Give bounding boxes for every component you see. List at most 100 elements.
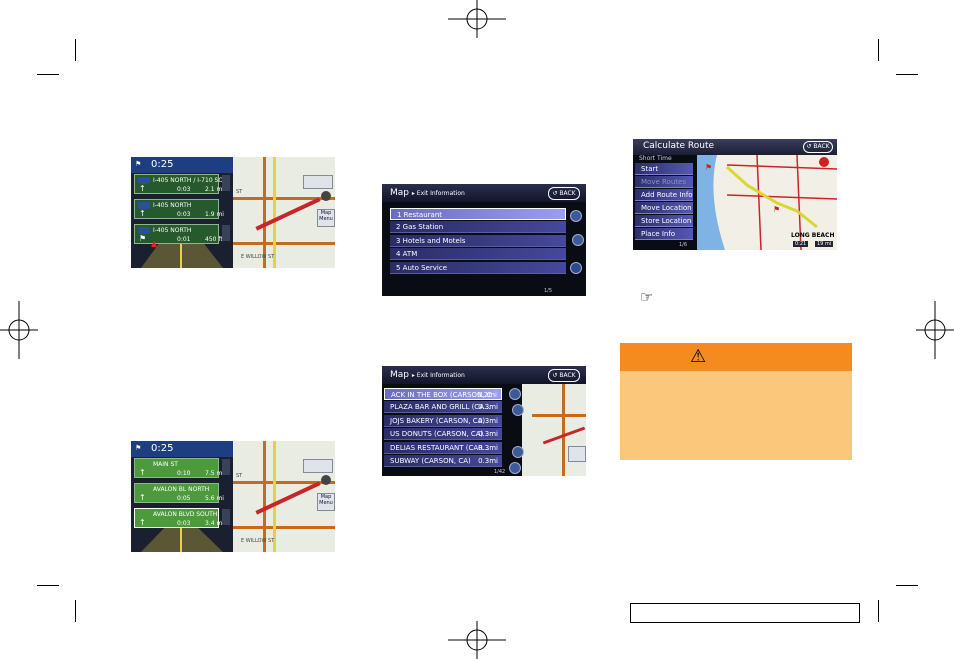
header-subtitle: ▸ Exit Information — [411, 372, 465, 379]
route-distance: 19 mi — [815, 241, 834, 247]
screen-header: Map ▸ Exit Information — [382, 184, 586, 202]
warning-box: ⚠ — [620, 343, 852, 460]
start-flag-icon: ⚑ — [705, 163, 713, 172]
remaining-time: 0:25 — [151, 159, 174, 170]
guidance-panel: 0:25 ⚑ ↑ I-405 NORTH / I-710 SO... 0:03 … — [131, 157, 233, 268]
guidance-sign[interactable]: ⚑ I-405 NORTH 0:01 450 ft — [134, 224, 223, 244]
screen-header: Calculate Route ↺ BACK — [633, 139, 837, 155]
interstate-shield-icon — [138, 202, 150, 209]
back-button[interactable]: ↺ BACK — [803, 141, 833, 153]
time-bar: 0:25 — [131, 441, 233, 457]
map-menu-button[interactable] — [568, 446, 586, 462]
guidance-sign[interactable]: ↑ AVALON BL NORTH 0:05 5.6 mi — [134, 483, 224, 503]
menu-item-store-location[interactable]: Store Location — [635, 215, 693, 227]
scroll-down-button[interactable] — [570, 262, 582, 274]
warning-header: ⚠ — [620, 343, 852, 371]
scroll-down-button[interactable] — [512, 446, 524, 458]
guidance-sign[interactable]: ↑ I-405 NORTH 0:03 1.9 mi — [134, 199, 224, 219]
guidance-sign[interactable]: ↑ MAIN ST 0:10 7.5 mi — [134, 458, 224, 478]
map-menu-button[interactable]: Map Menu — [317, 209, 335, 227]
guidance-panel: 0:25 ⚑ ↑ MAIN ST 0:10 7.5 mi ↑ AVALON BL… — [131, 441, 233, 552]
compass-icon[interactable] — [321, 475, 331, 485]
waypoint-flag-icon: ⚑ — [773, 205, 781, 214]
scroll-down-button[interactable] — [222, 225, 230, 241]
exit-list-screen: Map ▸ Exit Information ↺ BACK ACK IN THE… — [382, 366, 586, 476]
flag-icon: ⚑ — [139, 234, 147, 243]
vehicle-icon: ▲ — [151, 239, 158, 248]
time-bar: 0:25 — [131, 157, 233, 173]
page-indicator: 1/6 — [679, 242, 688, 248]
remaining-time: 0:25 — [151, 443, 174, 454]
menu-item-move-routes[interactable]: Move Routes — [635, 176, 693, 188]
arrow-up-icon: ↑ — [139, 468, 146, 477]
guidance-sign[interactable]: ↑ I-405 NORTH / I-710 SO... 0:03 2.1 mi — [134, 174, 229, 194]
map-view[interactable]: ST E WILLOW ST Map Menu — [233, 157, 335, 268]
warning-icon: ⚠ — [690, 346, 707, 367]
scale-box[interactable] — [303, 459, 333, 473]
guidance-screen-2: ST E WILLOW ST Map Menu 0:25 ⚑ ↑ MAIN ST… — [131, 441, 335, 552]
list-item[interactable]: JOJS BAKERY (CARSON, CA)0.3mi — [384, 415, 502, 427]
back-button[interactable]: ↺ BACK — [548, 187, 580, 200]
header-title: Map — [390, 188, 409, 198]
footer-box — [630, 603, 860, 623]
menu-item-start[interactable]: Start — [635, 163, 693, 175]
map-menu-button[interactable]: Map Menu — [317, 493, 335, 511]
scroll-up-button[interactable] — [570, 210, 582, 222]
guidance-screen-1: ST E WILLOW ST Map Menu 0:25 ⚑ ↑ I-405 N… — [131, 157, 335, 268]
header-title: Calculate Route — [643, 141, 715, 151]
scroll-top-button[interactable] — [509, 388, 521, 400]
map-label-street: ST — [236, 189, 243, 195]
page-indicator: 1/42 — [494, 469, 506, 475]
list-item[interactable]: DELIAS RESTAURANT (CAR...0.3mi — [384, 442, 502, 454]
menu-item-restaurant[interactable]: 1 Restaurant — [390, 208, 566, 220]
back-button[interactable]: ↺ BACK — [548, 369, 580, 382]
footer-rule — [630, 603, 859, 604]
scroll-up-button[interactable] — [222, 459, 230, 475]
flag-icon: ⚑ — [135, 160, 142, 168]
map-view[interactable]: LONG BEACH 0:21 19 mi ⚑ ⚑ — [697, 155, 837, 250]
arrow-up-icon: ↑ — [139, 493, 146, 502]
flag-icon: ⚑ — [135, 444, 142, 452]
menu-item-hotels[interactable]: 3 Hotels and Motels — [390, 235, 566, 247]
route-condition: Short Time — [639, 155, 672, 162]
menu-item-move-location[interactable]: Move Location — [635, 202, 693, 214]
interstate-shield-icon — [138, 227, 150, 234]
scroll-down-button[interactable] — [222, 509, 230, 525]
compass-icon[interactable] — [321, 191, 331, 201]
list-item[interactable]: PLAZA BAR AND GRILL (CA...0.3mi — [384, 401, 502, 413]
list-item[interactable]: SUBWAY (CARSON, CA)0.3mi — [384, 455, 502, 467]
screen-header: Map ▸ Exit Information — [382, 366, 586, 384]
map-view[interactable] — [522, 384, 586, 476]
scroll-up-button[interactable] — [512, 404, 524, 416]
destination-label: LONG BEACH — [791, 232, 835, 239]
menu-item-add-route-info[interactable]: Add Route Info — [635, 189, 693, 201]
menu-item-atm[interactable]: 4 ATM — [390, 248, 566, 260]
compass-icon[interactable] — [819, 157, 829, 167]
header-subtitle: ▸ Exit Information — [411, 190, 465, 197]
interstate-shield-icon — [138, 177, 150, 184]
arrow-up-icon: ↑ — [139, 518, 146, 527]
header-title: Map — [390, 370, 409, 380]
scale-box[interactable] — [303, 175, 333, 189]
page-indicator: 1/5 — [544, 288, 553, 294]
scroll-up-button[interactable] — [222, 175, 230, 191]
route-map — [697, 155, 837, 250]
map-label-willow: E WILLOW ST — [241, 538, 275, 544]
menu-item-place-info[interactable]: Place Info — [635, 228, 693, 240]
calculate-route-screen: LONG BEACH 0:21 19 mi ⚑ ⚑ Calculate Rout… — [633, 139, 837, 250]
map-label-willow: E WILLOW ST — [241, 254, 275, 260]
scroll-track[interactable] — [572, 234, 584, 246]
exit-info-screen: Map ▸ Exit Information ↺ BACK 1 Restaura… — [382, 184, 586, 296]
map-label-street: ST — [236, 473, 243, 479]
guidance-sign-selected[interactable]: ↑ AVALON BLVD SOUTH 0:03 3.4 mi — [134, 508, 224, 528]
menu-item-auto-service[interactable]: 5 Auto Service — [390, 262, 566, 274]
menu-item-gas-station[interactable]: 2 Gas Station — [390, 221, 566, 233]
arrow-up-icon: ↑ — [139, 209, 146, 218]
route-time: 0:21 — [793, 241, 809, 247]
arrow-up-icon: ↑ — [139, 184, 146, 193]
map-view[interactable]: ST E WILLOW ST Map Menu — [233, 441, 335, 552]
scroll-bottom-button[interactable] — [509, 462, 521, 474]
list-item[interactable]: US DONUTS (CARSON, CA)0.3mi — [384, 428, 502, 440]
